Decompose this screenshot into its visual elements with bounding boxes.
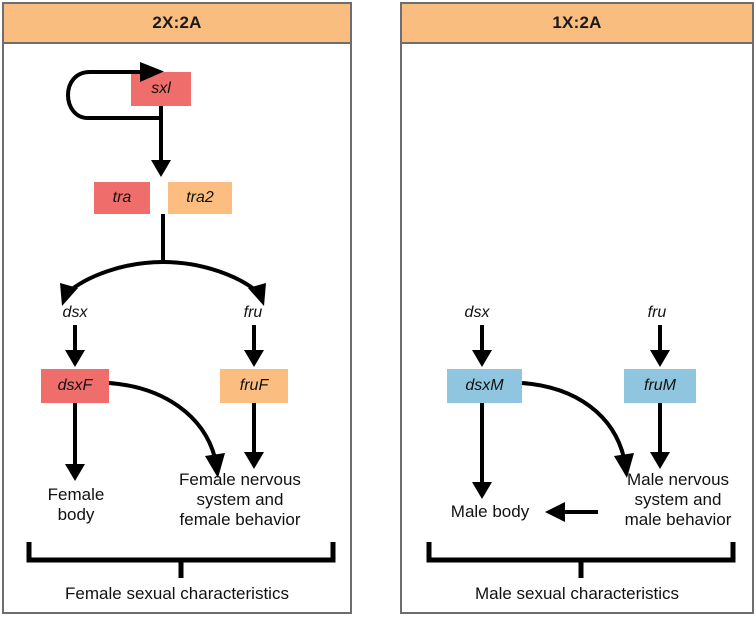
outcome-female-nervous-system: Female nervous system and female behavio… [164, 470, 316, 530]
bracket-female-sexual-characteristics [26, 542, 336, 578]
caption-female-sexual-characteristics: Female sexual characteristics [65, 584, 289, 603]
arrow-dsx-to-dsxf [65, 325, 85, 367]
arrow-dsxm-to-male-body [472, 403, 492, 499]
arrow-fru-to-frum [650, 325, 670, 367]
arrow-dsxf-to-female-nervous-system [108, 381, 225, 478]
gene-box-dsxm[interactable]: dsxM [447, 369, 522, 403]
outcome-male-ns-line1: Male nervous [626, 470, 730, 489]
outcome-male-ns-line2: system and [634, 490, 722, 510]
outcome-female-ns-line1: Female nervous [179, 470, 301, 489]
panel-female-2x2a: 2X:2A sxl tra tra2 dsx fru dsxF fruF Fem… [2, 2, 352, 614]
caption-male-sexual-characteristics: Male sexual characteristics [474, 584, 680, 603]
arrow-tra-split-to-dsx-fru [60, 214, 266, 306]
outcome-male-nervous-system: Male nervous system and male behavior [608, 470, 748, 530]
outcome-male-body-line1: Male body [450, 502, 530, 521]
arrow-frum-to-male-nervous-system [650, 403, 670, 469]
arrow-fru-to-fruf [244, 325, 264, 367]
panel-male-header: 1X:2A [402, 4, 752, 44]
panel-female-body: sxl tra tra2 dsx fru dsxF fruF Female bo… [4, 44, 350, 612]
arrow-dsxm-to-male-nervous-system [521, 381, 634, 478]
outcome-female-body-line1: Female [47, 485, 105, 504]
arrow-dsxf-to-female-body [65, 403, 85, 481]
gene-box-fruf[interactable]: fruF [220, 369, 288, 403]
gene-box-sxl[interactable]: sxl [131, 72, 191, 106]
gene-box-frum[interactable]: fruM [624, 369, 696, 403]
panel-male-body: dsx fru dsxM fruM Male body Male nervous… [402, 44, 752, 612]
arrow-fruf-to-female-nervous-system [244, 403, 264, 469]
gene-box-tra[interactable]: tra [94, 182, 150, 214]
gene-box-dsxf[interactable]: dsxF [41, 369, 109, 403]
gene-label-fru: fru [243, 304, 263, 321]
outcome-male-body: Male body [416, 502, 564, 522]
outcome-female-body: Female body [22, 485, 130, 525]
outcome-male-ns-line3: male behavior [624, 510, 732, 530]
gene-label-dsx: dsx [62, 304, 88, 321]
bracket-male-sexual-characteristics [426, 542, 736, 578]
arrow-dsx-to-dsxm [472, 325, 492, 367]
gene-box-tra2[interactable]: tra2 [168, 182, 232, 214]
arrow-sxl-to-tra [151, 118, 171, 177]
gene-label-dsx-male: dsx [464, 304, 490, 321]
panel-female-header: 2X:2A [4, 4, 350, 44]
outcome-female-body-line2: body [57, 505, 95, 525]
outcome-female-ns-line2: system and [196, 490, 284, 510]
gene-label-fru-male: fru [647, 304, 667, 321]
panel-male-1x2a: 1X:2A dsx fru dsxM fruM Male body Male n… [400, 2, 754, 614]
outcome-female-ns-line3: female behavior [179, 510, 301, 530]
